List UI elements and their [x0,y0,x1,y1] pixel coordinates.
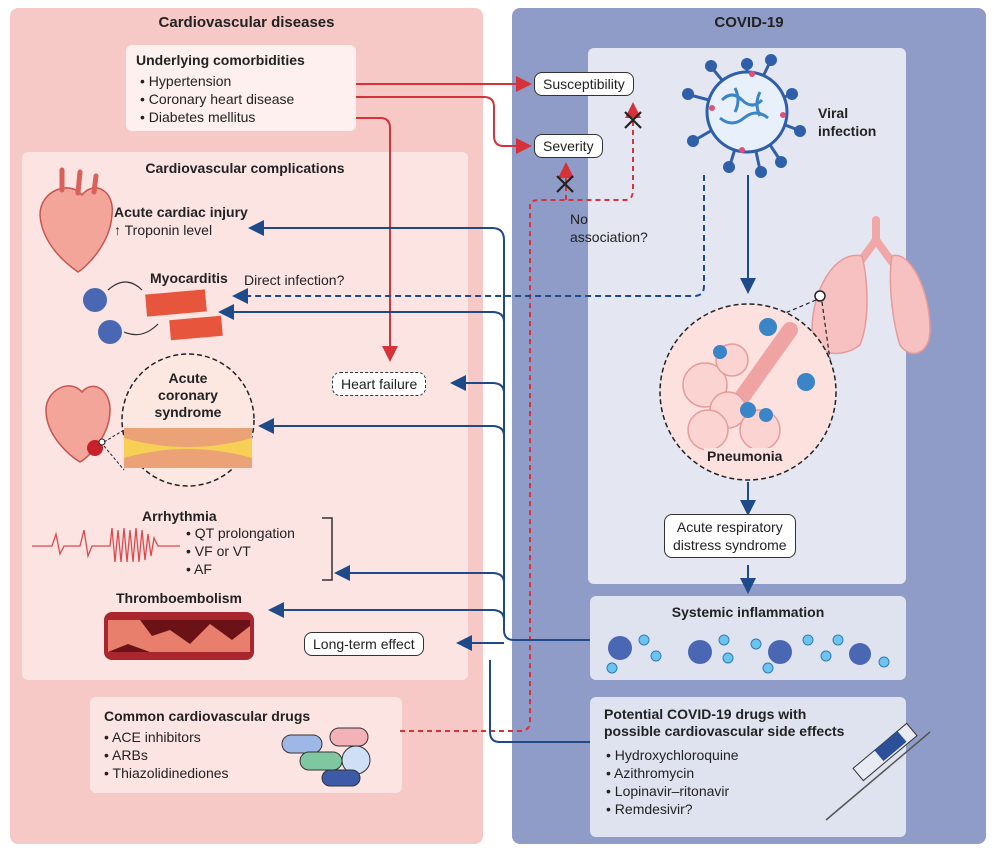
covid-drugs-list: Hydroxychloroquine Azithromycin Lopinavi… [606,746,739,818]
covid-drugs-title-line: Potential COVID-19 drugs with [604,706,807,722]
acs-title: Acute coronary syndrome [140,370,236,421]
comorbidity-item: Diabetes mellitus [140,108,294,126]
pneumonia-label: Pneumonia [704,448,786,464]
troponin-level: ↑ Troponin level [114,222,213,238]
ecg-trace [32,527,180,563]
viral-infection-label: Viral infection [818,104,876,140]
covid-drugs-title-line: possible cardiovascular side effects [604,723,845,739]
systemic-cells [606,634,890,674]
acs-line: syndrome [154,404,222,420]
blue-arrows [218,175,756,743]
thromboembolism-title: Thromboembolism [116,590,243,606]
acs-line: Acute [168,370,208,386]
cv-drug-item: Thiazolidinediones [104,764,229,782]
acute-cardiac-injury-title: Acute cardiac injury [114,204,248,220]
viral-infection-line: Viral [818,105,849,121]
direct-infection-label: Direct infection? [244,272,345,288]
covid-drug-item: Remdesivir? [606,800,739,818]
heart-acs-icon [45,385,111,463]
acs-illustration [103,353,255,487]
comorbidities-list: Hypertension Coronary heart disease Diab… [140,72,295,126]
susceptibility-label: Susceptibility [534,72,634,96]
myocarditis-illustration [83,281,223,344]
comorbidities-title: Underlying comorbidities [136,52,305,68]
heart-icon [39,167,113,273]
pills-illustration [281,727,371,787]
covid-drug-item: Hydroxychloroquine [606,746,739,764]
systemic-inflammation-title: Systemic inflammation [671,604,825,620]
complications-title: Cardiovascular complications [145,160,345,176]
comorbidity-item: Hypertension [140,72,294,90]
cv-drugs-title: Common cardiovascular drugs [104,708,311,724]
blue-dashed-arrow [232,175,705,304]
vessel-illustration [104,612,254,660]
cv-drugs-list: ACE inhibitors ARBs Thiazolidinediones [104,728,229,782]
heart-failure-label: Heart failure [332,372,427,396]
ards-line: Acute respiratory [676,519,783,535]
arrhythmia-list: QT prolongation VF or VT AF [186,524,295,578]
syringe-illustration [825,722,931,821]
x-marks [556,111,642,193]
right-panel-title: COVID-19 [714,14,784,31]
red-dashed-arrows [400,102,641,732]
arrhythmia-item: AF [186,560,295,578]
acs-line: coronary [158,387,218,403]
arrhythmia-bracket [322,517,333,581]
severity-label: Severity [534,134,603,158]
lungs-icon [811,216,931,355]
covid-drug-item: Azithromycin [606,764,739,782]
no-association-line: association? [570,229,648,245]
arrhythmia-item: QT prolongation [186,524,295,542]
covid-drugs-title: Potential COVID-19 drugs with possible c… [604,706,844,740]
ards-box: Acute respiratory distress syndrome [664,514,796,558]
myocarditis-title: Myocarditis [150,270,228,286]
covid-drug-item: Lopinavir–ritonavir [606,782,739,800]
ards-line: distress syndrome [673,537,787,553]
red-arrows [356,76,532,362]
no-association-label: No association? [570,210,648,246]
cv-drug-item: ARBs [104,746,229,764]
arrhythmia-title: Arrhythmia [142,508,217,524]
cv-drug-item: ACE inhibitors [104,728,229,746]
no-association-line: No [570,211,588,227]
arrhythmia-item: VF or VT [186,542,295,560]
pneumonia-illustration [659,303,837,481]
comorbidity-item: Coronary heart disease [140,90,295,108]
virus-icon [682,54,806,178]
viral-infection-line: infection [818,123,877,139]
long-term-effect-label: Long-term effect [304,632,424,656]
left-panel-title: Cardiovascular diseases [158,14,335,31]
